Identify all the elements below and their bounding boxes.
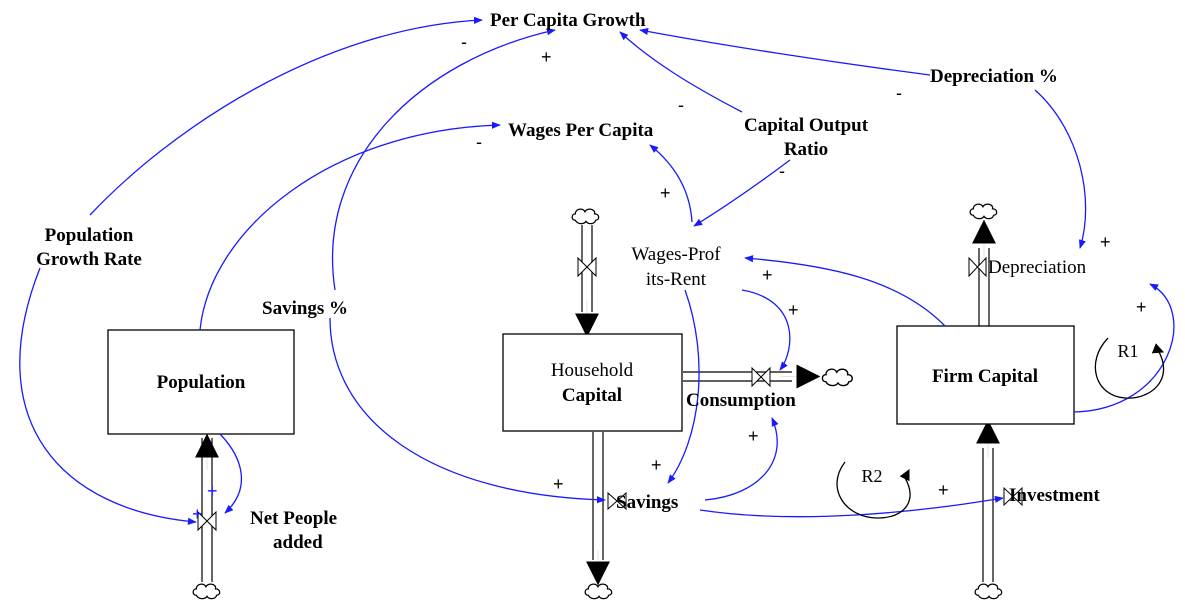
household-capital-label-line1: Household — [551, 360, 634, 381]
source-cloud-icon — [192, 583, 221, 600]
polarity-plus: + — [938, 480, 949, 500]
polarity-plus: + — [660, 183, 671, 203]
consumption-valve-icon — [751, 366, 771, 388]
sink-cloud-icon — [584, 583, 613, 600]
loop-r2-label: R2 — [861, 466, 882, 486]
wages-profits-rent-label-line2[interactable]: its-Rent — [646, 269, 707, 290]
depreciation-label[interactable]: Depreciation — [988, 257, 1087, 278]
net-people-valve-icon — [197, 510, 217, 532]
polarity-minus: - — [476, 132, 482, 152]
loop-r1: R1 — [1094, 337, 1165, 399]
sink-cloud-icon — [969, 203, 998, 220]
population-stock[interactable] — [107, 329, 295, 435]
polarity-plus: + — [553, 474, 564, 494]
investment-label[interactable]: Investment — [1009, 485, 1100, 506]
population-growth-rate-label-line1[interactable]: Population — [45, 225, 134, 246]
polarity-plus: + — [192, 504, 203, 524]
wages-profits-rent-label-line1[interactable]: Wages-Prof — [631, 244, 721, 265]
household-inflow-valve-icon — [577, 256, 597, 278]
capital-output-ratio-label-line1[interactable]: Capital Output — [744, 115, 869, 136]
savings-pct-label[interactable]: Savings % — [262, 298, 348, 319]
household-capital-label-line2: Capital — [562, 385, 622, 406]
capital-output-ratio-label-line2[interactable]: Ratio — [784, 139, 828, 160]
per-capita-growth-label[interactable]: Per Capita Growth — [490, 10, 646, 31]
polarity-minus: - — [896, 83, 902, 103]
polarity-minus: - — [779, 161, 785, 181]
net-people-added-label-line1[interactable]: Net People — [250, 508, 337, 529]
population-stock-label: Population — [157, 372, 246, 393]
savings-valve-icon — [607, 491, 627, 511]
savings-label[interactable]: Savings — [616, 492, 678, 513]
causal-links — [19, 16, 1175, 525]
depreciation-valve-icon — [968, 256, 987, 278]
investment-valve-icon — [1003, 486, 1023, 507]
polarity-plus: + — [762, 265, 773, 285]
household-capital-stock[interactable] — [502, 333, 683, 432]
polarity-plus: + — [541, 47, 552, 67]
polarity-minus: - — [678, 95, 684, 115]
wages-per-capita-label[interactable]: Wages Per Capita — [508, 120, 654, 141]
investment-pipe — [976, 419, 1000, 582]
polarity-minus: - — [461, 32, 467, 52]
firm-capital-label: Firm Capital — [932, 366, 1038, 387]
firm-capital-stock[interactable] — [896, 325, 1075, 425]
polarity-plus: + — [748, 426, 759, 446]
household-inflow-pipe — [575, 225, 599, 338]
savings-pipe — [586, 432, 610, 586]
consumption-label[interactable]: Consumption — [686, 390, 796, 411]
polarity-signs: - + - - - - + + + + + + + + + + + — [192, 32, 1147, 524]
source-cloud-icon — [571, 208, 600, 225]
polarity-plus: + — [1136, 297, 1147, 317]
loop-r1-label: R1 — [1117, 341, 1138, 361]
consumption-pipe — [683, 364, 821, 389]
net-people-added-pipe — [195, 433, 219, 582]
polarity-plus: + — [788, 300, 799, 320]
population-growth-rate-label-line2[interactable]: Growth Rate — [36, 249, 142, 270]
net-people-added-label-line2[interactable]: added — [273, 532, 323, 553]
polarity-plus: + — [1100, 232, 1111, 252]
polarity-plus: + — [207, 481, 218, 501]
loop-r2: R2 — [836, 461, 911, 519]
source-cloud-icon — [974, 583, 1003, 600]
sink-cloud-icon — [821, 368, 854, 387]
polarity-plus: + — [651, 455, 662, 475]
depreciation-pct-label[interactable]: Depreciation % — [930, 66, 1058, 87]
